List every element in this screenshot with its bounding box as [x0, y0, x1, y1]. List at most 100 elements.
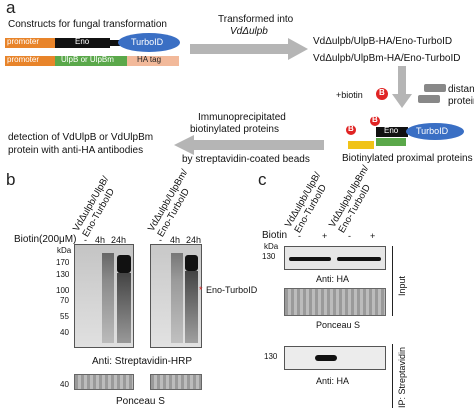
- eno-segment: Eno: [55, 37, 110, 48]
- gene-label: UlpB or UlpBm: [61, 55, 114, 64]
- biotin-badge-letter: B: [379, 88, 385, 97]
- promoter-label-1: promoter: [7, 37, 40, 46]
- marker-b-170: 170: [56, 258, 70, 267]
- complex-gene: [376, 138, 406, 146]
- transformed-label: Transformed into: [218, 14, 294, 25]
- detect-label-1: detection of VdUlpB or VdUlpBm: [8, 132, 154, 143]
- streptavidin-blot-left: [74, 244, 134, 348]
- anti-ha-input-blot: [284, 246, 386, 270]
- promoter-segment-2: promoter: [5, 55, 55, 66]
- transform-arrow: [190, 38, 308, 60]
- streptavidin-blot-right: [150, 244, 202, 348]
- lane-smear-b-6: [185, 271, 198, 343]
- promoter-segment-1: promoter: [5, 37, 55, 48]
- ha-tag-segment: HA tag: [127, 55, 179, 66]
- panel-b-letter: b: [6, 170, 16, 189]
- ip-label-2: biotinylated proteins: [190, 124, 279, 135]
- promoter-label-2: promoter: [7, 55, 40, 64]
- ponceau-c-caption: Ponceau S: [316, 320, 361, 330]
- gene-segment: UlpB or UlpBm: [55, 55, 127, 66]
- ip-bracket: [392, 344, 393, 408]
- panel-c-sample-1: VdΔulpb/UlpB/ Eno-TurboID: [283, 170, 333, 235]
- marker-b-130: 130: [56, 270, 70, 279]
- marker-b-bottom-40: 40: [60, 380, 69, 389]
- proximal-protein-yellow: [348, 141, 374, 149]
- marker-c-130: 130: [262, 252, 276, 261]
- anti-ha-caption-1: Anti: HA: [316, 274, 350, 284]
- panel-b-kda: kDa: [57, 246, 72, 255]
- panel-c-sample-2: VdΔulpb/UlpBm/ Eno-TurboID: [327, 164, 381, 235]
- marker-c-ip-130: 130: [264, 352, 278, 361]
- input-side-label: Input: [397, 275, 407, 296]
- ip-ha-band: [315, 355, 337, 361]
- eno-label: Eno: [75, 37, 90, 46]
- biotinylated-label: Biotinylated proximal proteins: [342, 153, 473, 164]
- biotin-mark-1-letter: B: [348, 124, 354, 133]
- biotin-plus-label: +biotin: [336, 90, 363, 100]
- linker-segment: [110, 40, 120, 46]
- ip-label-3: by streptavidin-coated beads: [182, 154, 310, 165]
- marker-b-40: 40: [60, 328, 69, 337]
- distant-label-1: distant: [448, 84, 474, 95]
- lane-band-b-6: [185, 255, 198, 271]
- constructs-title: Constructs for fungal transformation: [8, 19, 167, 30]
- lane-b-6: 24h: [186, 235, 202, 245]
- strain-1: VdΔulpb/UlpB-HA/Eno-TurboID: [313, 36, 453, 47]
- lane-smear-b-5: [171, 253, 183, 343]
- panel-a-letter: a: [6, 0, 16, 17]
- distant-label-2: proteins: [448, 96, 474, 107]
- panel-b-biotin-label: Biotin(200μM): [14, 234, 77, 245]
- lane-b-2: 4h: [95, 235, 106, 245]
- lane-b-5: 4h: [170, 235, 181, 245]
- distant-protein-1: [424, 84, 446, 92]
- complex-turboid: TurboID: [406, 123, 464, 140]
- ip-label-1: Immunoprecipitated: [198, 112, 286, 123]
- lane-c-4: +: [370, 231, 376, 241]
- panel-c-letter: c: [258, 170, 267, 189]
- detect-label-2: protein with anti-HA antibodies: [8, 145, 144, 156]
- complex-eno: Eno: [376, 126, 408, 137]
- panel-c-kda: kDa: [264, 242, 279, 251]
- input-bracket: [392, 246, 393, 316]
- lane-b-4: -: [159, 235, 162, 245]
- ponceau-b-caption: Ponceau S: [116, 396, 165, 407]
- ponceau-b-right: [150, 374, 202, 390]
- ha-band-2: [337, 257, 381, 261]
- turboid-ellipse: TurboID: [118, 33, 180, 52]
- lane-band-b-3: [117, 255, 131, 273]
- lane-smear-b-3: [117, 273, 131, 343]
- lane-smear-b-2: [102, 253, 114, 343]
- lane-c-1: -: [298, 231, 301, 241]
- transformed-strain-label: VdΔulpb: [230, 26, 268, 37]
- panel-b-sample-1: VdΔulpb/UlpB/ Eno-TurboID: [71, 174, 121, 239]
- lane-c-2: +: [322, 231, 328, 241]
- biotin-badge-icon: B: [376, 88, 388, 100]
- ponceau-c: [284, 288, 386, 316]
- eno-turboid-label: Eno-TurboID: [206, 285, 258, 295]
- complex-turboid-label: TurboID: [416, 126, 449, 136]
- anti-ha-caption-2: Anti: HA: [316, 376, 350, 386]
- biotin-mark-1-icon: B: [346, 124, 356, 135]
- ip-side-label: IP: Streptavidin: [397, 346, 407, 408]
- streptavidin-caption: Anti: Streptavidin-HRP: [92, 356, 193, 367]
- marker-b-55: 55: [60, 312, 69, 321]
- panel-b-sample-2: VdΔulpb/UlpBm/ Eno-TurboID: [146, 168, 200, 239]
- ip-arrow: [174, 135, 324, 155]
- marker-b-100: 100: [56, 286, 70, 295]
- lane-c-3: -: [348, 231, 351, 241]
- distant-protein-2: [418, 95, 440, 103]
- ha-tag-label: HA tag: [137, 55, 162, 64]
- down-arrow: [392, 66, 412, 108]
- marker-b-70: 70: [60, 296, 69, 305]
- biotin-mark-2-letter: B: [372, 115, 378, 124]
- strain-2: VdΔulpb/UlpBm-HA/Eno-TurboID: [313, 53, 461, 64]
- complex-eno-label: Eno: [384, 126, 399, 135]
- ponceau-b-left: [74, 374, 134, 390]
- lane-b-1: -: [84, 235, 87, 245]
- turboid-label: TurboID: [131, 37, 164, 47]
- lane-b-3: 24h: [111, 235, 127, 245]
- ha-band-1: [289, 257, 331, 261]
- panel-c-biotin-label: Biotin: [262, 230, 288, 241]
- biotin-mark-2-icon: B: [370, 115, 380, 126]
